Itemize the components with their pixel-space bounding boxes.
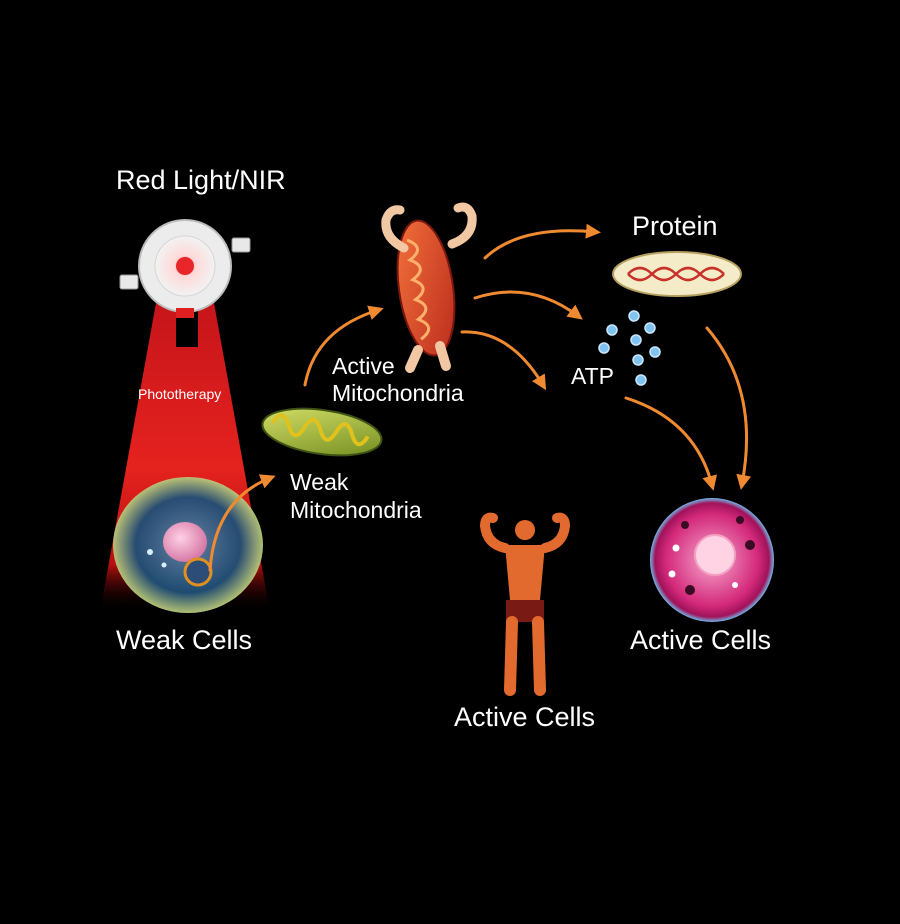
arrow-cell-to-weak-mito bbox=[208, 474, 276, 572]
active-cells-label: Active Cells bbox=[630, 625, 772, 655]
weak-mitochondria-label-line2: Mitochondria bbox=[290, 497, 422, 523]
atp-molecules-icon bbox=[598, 310, 661, 386]
weak-mitochondria-icon bbox=[261, 407, 383, 457]
arrow-weak-to-active-mito bbox=[303, 305, 384, 387]
weak-cell-icon bbox=[113, 477, 263, 613]
protein-label: Protein bbox=[632, 211, 718, 241]
phototherapy-label: Phototherapy bbox=[138, 386, 222, 402]
weak-cells-label: Weak Cells bbox=[116, 625, 253, 655]
process-arrows bbox=[208, 223, 752, 572]
light-source-label: Red Light/NIR bbox=[116, 165, 286, 195]
arrow-protein-to-active-cell bbox=[705, 326, 752, 490]
arrow-mito-to-lower bbox=[460, 330, 547, 391]
active-cell-icon bbox=[650, 498, 774, 622]
led-emitter-icon bbox=[119, 219, 251, 318]
active-mitochondria-icon bbox=[381, 202, 477, 373]
strong-man-icon bbox=[479, 512, 571, 696]
arrow-mito-to-protein bbox=[483, 223, 601, 260]
active-mitochondria-label-line1: Active bbox=[332, 353, 395, 379]
weak-mitochondria-label-line1: Weak bbox=[290, 469, 349, 495]
active-mitochondria-label-line2: Mitochondria bbox=[332, 380, 464, 406]
arrow-mito-to-atp bbox=[473, 290, 583, 320]
active-cells-figure-label: Active Cells bbox=[454, 702, 596, 732]
atp-label: ATP bbox=[571, 363, 615, 389]
arrow-atp-to-active-cell bbox=[624, 396, 717, 491]
protein-icon bbox=[612, 251, 742, 297]
